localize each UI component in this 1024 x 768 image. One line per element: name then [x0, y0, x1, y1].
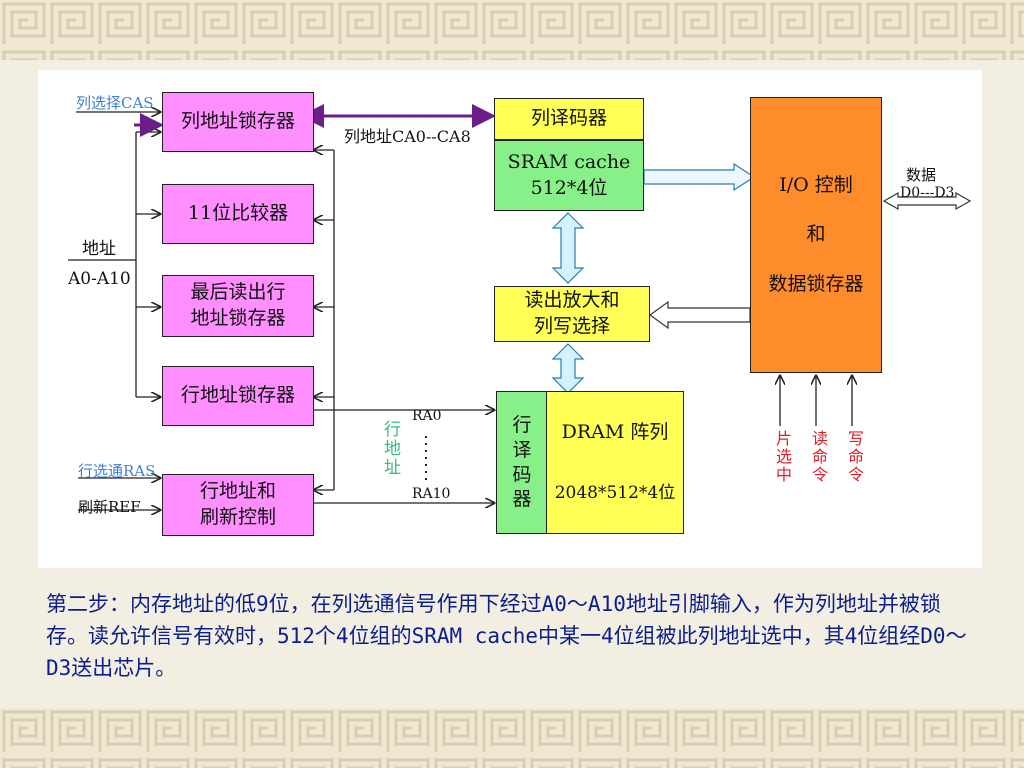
sram-cache: SRAM cache 512*4位: [494, 140, 644, 211]
write-command-label: 写命令: [845, 430, 864, 484]
column-address-latch: 列地址锁存器: [162, 92, 314, 152]
data-label: 数据: [906, 166, 937, 184]
sense-amp-column-write-select: 读出放大和 列写选择: [494, 286, 650, 342]
ras-label: 行选通RAS: [78, 462, 156, 480]
read-command-label: 读命令: [809, 430, 828, 484]
address-range-label: A0-A10: [68, 269, 131, 289]
cas-label: 列选择CAS: [76, 94, 154, 112]
dram-array-title: DRAM 阵列: [561, 421, 669, 444]
eleven-bit-comparator: 11位比较器: [162, 184, 314, 244]
dram-array: DRAM 阵列 2048*512*4位: [546, 391, 684, 534]
top-decor-band: [0, 0, 1024, 60]
io-control-data-latch: I/O 控制 和 数据锁存器: [750, 97, 882, 373]
diagram-panel: 列选择CAS 地址 A0-A10 行选通RAS 刷新REF 列地址锁存器 11位…: [38, 70, 982, 568]
row-address-side-label: 行地址: [380, 420, 400, 477]
column-address-bus-label: 列地址CA0--CA8: [344, 127, 471, 146]
refresh-label: 刷新REF: [78, 498, 141, 516]
last-read-row-address-latch: 最后读出行 地址锁存器: [162, 275, 314, 337]
bottom-decor-band: [0, 708, 1024, 768]
row-address-refresh-control: 行地址和 刷新控制: [162, 474, 314, 536]
ra10-label: RA10: [412, 486, 451, 502]
row-decoder: 行 译 码 器: [496, 391, 548, 534]
data-range-label: D0---D3: [900, 185, 955, 201]
dram-array-size: 2048*512*4位: [554, 482, 676, 503]
column-decoder: 列译码器: [494, 98, 644, 140]
diagram-wires: [68, 104, 972, 568]
row-address-latch: 行地址锁存器: [162, 366, 314, 426]
ra0-label: RA0: [412, 408, 442, 424]
address-label: 地址: [82, 239, 116, 259]
chip-select-label: 片选中: [773, 430, 792, 484]
caption-paragraph: 第二步：内存地址的低9位，在列选通信号作用下经过A0～A10地址引脚输入，作为列…: [46, 592, 967, 680]
